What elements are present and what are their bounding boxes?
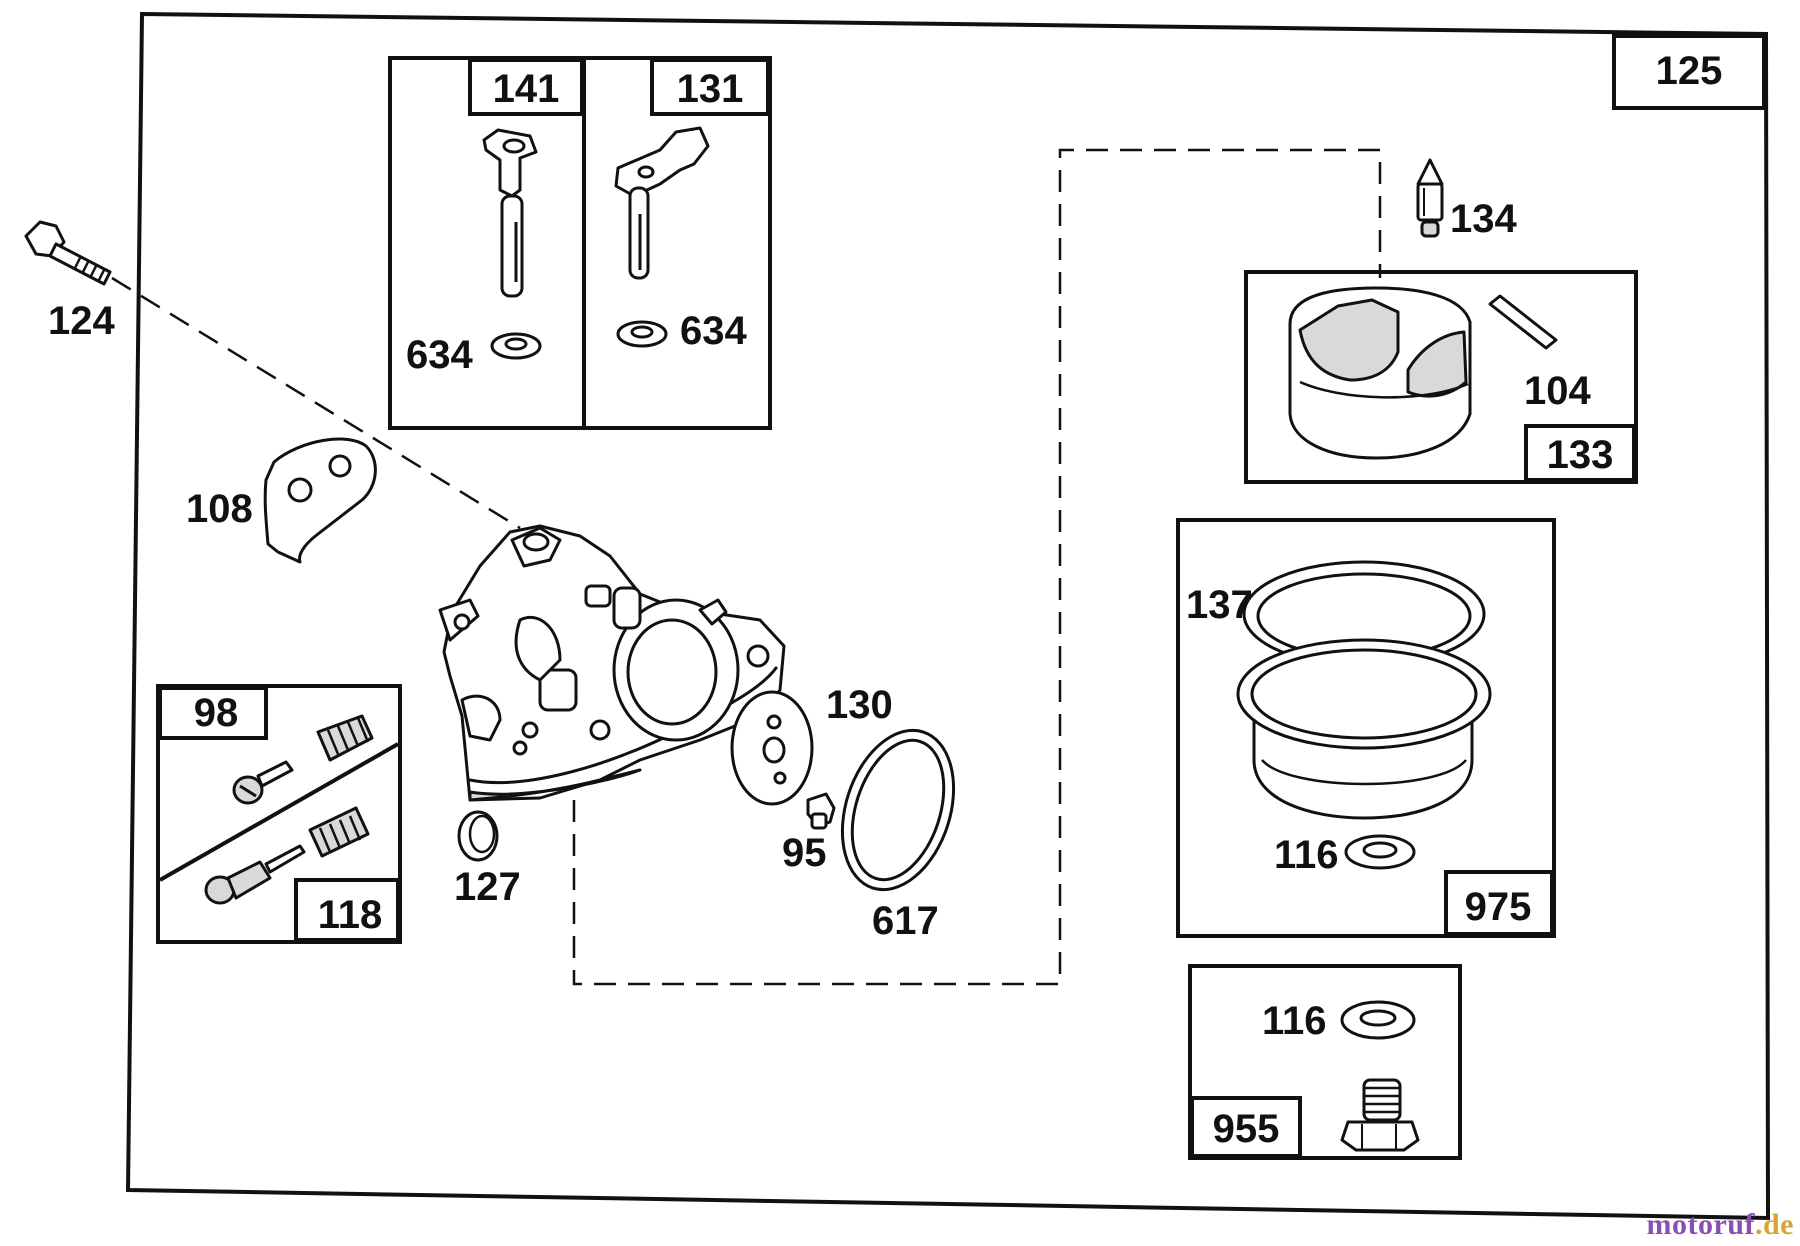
callout-116-bowl: 116 (1274, 833, 1339, 877)
washer-116-small-part (1340, 1000, 1416, 1040)
bolt-kit-box: 955 116 (1188, 964, 1462, 1160)
callout-975: 975 (1465, 885, 1532, 929)
seal-634-left (490, 332, 542, 360)
needle-valve-134-part (1416, 158, 1444, 238)
needle-screw-bottom-part (204, 844, 306, 905)
callout-134: 134 (1450, 197, 1517, 241)
callout-108: 108 (186, 487, 253, 531)
bowl-137-part (1236, 638, 1492, 820)
carb-bowl-connector (572, 148, 1382, 986)
screw-95-part (806, 792, 836, 830)
carburetor-body-part (438, 524, 786, 802)
plug-bolt-955-part (1340, 1078, 1420, 1152)
assembly-number-box: 125 (1612, 34, 1766, 110)
shaft-kit-box: 141 131 634 634 (388, 56, 772, 430)
callout-95: 95 (782, 831, 827, 875)
callout-130: 130 (826, 683, 893, 727)
seal-634-right (616, 320, 668, 348)
callout-141: 141 (493, 67, 560, 111)
callout-955: 955 (1213, 1107, 1280, 1151)
float-pin-104-part (1488, 294, 1558, 350)
callout-131: 131 (677, 67, 744, 111)
gasket-plate-108-part (263, 437, 377, 564)
callout-118: 118 (318, 893, 383, 937)
callout-137: 137 (1186, 583, 1253, 627)
oring-617-part (840, 728, 956, 892)
gasket-130-part (730, 690, 814, 806)
bolt-124-part (24, 220, 112, 286)
bowl-kit-box: 975 137 116 (1176, 518, 1556, 938)
assembly-number: 125 (1656, 49, 1723, 93)
choke-shaft-part (614, 126, 710, 280)
spring-bottom-part (308, 806, 370, 858)
callout-133: 133 (1547, 433, 1614, 477)
outer-frame (125, 11, 1771, 1221)
float-kit-box: 133 104 (1244, 270, 1638, 484)
callout-116-small: 116 (1262, 999, 1327, 1043)
callout-127: 127 (454, 865, 521, 909)
throttle-shaft-part (482, 128, 538, 298)
callout-634-left: 634 (406, 333, 473, 377)
needle-screw-top-part (232, 760, 294, 805)
needle-kit-box: 98 118 (156, 684, 402, 944)
spring-top-part (316, 714, 374, 762)
welch-plug-127-part (457, 810, 499, 862)
callout-634-right: 634 (680, 309, 747, 353)
callout-124: 124 (48, 299, 115, 343)
washer-116-part (1344, 834, 1416, 870)
watermark-logo: motoruf.de (1646, 1208, 1794, 1241)
callout-98: 98 (194, 691, 239, 735)
callout-617: 617 (872, 899, 939, 943)
callout-104: 104 (1524, 369, 1591, 413)
float-133-part (1288, 286, 1472, 460)
